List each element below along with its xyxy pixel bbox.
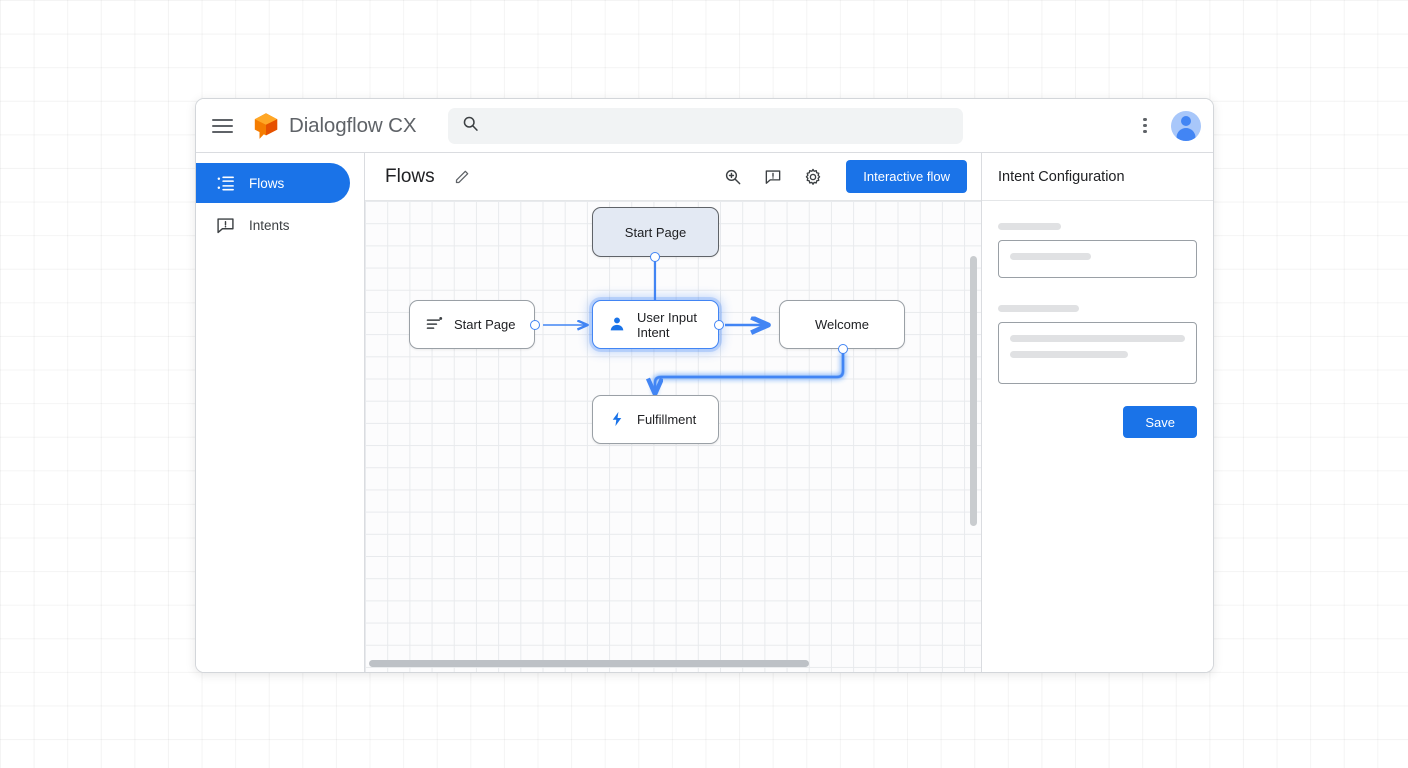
top-bar: Dialogflow CX [196, 99, 1213, 153]
graph-canvas[interactable]: Start Page Start Page [365, 201, 981, 672]
node-port-bottom[interactable] [838, 344, 848, 354]
page-lines-icon [426, 316, 443, 333]
node-label: Start Page [454, 317, 516, 332]
flow-graph[interactable]: Start Page Start Page [365, 201, 981, 672]
app-window: Dialogflow CX [195, 98, 1214, 673]
user-avatar-icon[interactable] [1171, 110, 1201, 141]
node-start-page-top[interactable]: Start Page [592, 207, 719, 262]
save-button[interactable]: Save [1123, 406, 1197, 438]
header-actions [1131, 110, 1201, 141]
intent-bubble-icon[interactable] [758, 162, 788, 192]
zoom-in-icon[interactable] [718, 162, 748, 192]
edge-welcome-to-fulfillment [653, 353, 845, 393]
kebab-dot [1143, 117, 1147, 121]
kebab-dot [1143, 130, 1147, 134]
sidebar: Flows Intents [196, 153, 365, 672]
canvas-area: Flows [365, 153, 981, 672]
panel-actions: Save [982, 384, 1213, 438]
field-label-placeholder [998, 223, 1061, 230]
node-fulfillment[interactable]: Fulfillment [592, 395, 719, 444]
hamburger-line [212, 130, 233, 133]
canvas-toolbar: Flows [365, 153, 981, 201]
brand[interactable]: Dialogflow CX [253, 112, 417, 140]
node-label: Welcome [815, 317, 869, 332]
node-port-bottom[interactable] [650, 252, 660, 262]
node-welcome[interactable]: Welcome [779, 300, 905, 354]
training-phrases-field[interactable] [998, 322, 1197, 384]
node-port-right[interactable] [714, 320, 724, 330]
intent-name-field[interactable] [998, 240, 1197, 278]
intents-speech-bubble-icon [216, 216, 235, 235]
interactive-flow-button[interactable]: Interactive flow [846, 160, 967, 193]
pencil-edit-icon[interactable] [448, 162, 478, 192]
field-value-placeholder [1010, 335, 1185, 342]
kebab-dot [1143, 123, 1147, 128]
hamburger-icon[interactable] [210, 113, 236, 139]
field-value-placeholder [1010, 253, 1091, 260]
dialogflow-cube-logo [253, 112, 279, 140]
app-body: Flows Intents Flows [196, 153, 1213, 672]
horizontal-scrollbar[interactable] [369, 660, 809, 667]
hamburger-line [212, 118, 233, 121]
person-icon [609, 316, 626, 333]
sidebar-item-label: Intents [249, 217, 290, 233]
node-start-page-left[interactable]: Start Page [409, 300, 540, 349]
node-label: Fulfillment [637, 412, 697, 427]
panel-body [982, 201, 1213, 384]
sidebar-item-intents[interactable]: Intents [196, 205, 350, 245]
lightning-bolt-icon [609, 411, 626, 428]
hamburger-line [212, 124, 233, 127]
node-label: User Input Intent [637, 309, 697, 340]
vertical-scrollbar[interactable] [970, 256, 977, 526]
intent-configuration-panel: Intent Configuration Save [981, 153, 1213, 672]
search-input[interactable] [491, 118, 950, 133]
flows-list-icon [216, 174, 235, 193]
node-user-input-intent[interactable]: User Input Intent [592, 300, 724, 349]
sidebar-item-flows[interactable]: Flows [196, 163, 350, 203]
search-bar[interactable] [448, 107, 964, 144]
sidebar-item-label: Flows [249, 175, 285, 191]
brand-title: Dialogflow CX [289, 113, 417, 137]
toolbar-actions: Interactive flow [718, 160, 967, 193]
gear-settings-icon[interactable] [798, 162, 828, 192]
field-value-placeholder [1010, 351, 1128, 358]
kebab-menu-icon[interactable] [1131, 112, 1159, 140]
node-label: Start Page [624, 224, 687, 240]
search-icon [462, 115, 479, 137]
node-port-right[interactable] [530, 320, 540, 330]
page-title: Flows [385, 165, 435, 187]
panel-title: Intent Configuration [982, 153, 1213, 201]
field-label-placeholder [998, 305, 1079, 312]
